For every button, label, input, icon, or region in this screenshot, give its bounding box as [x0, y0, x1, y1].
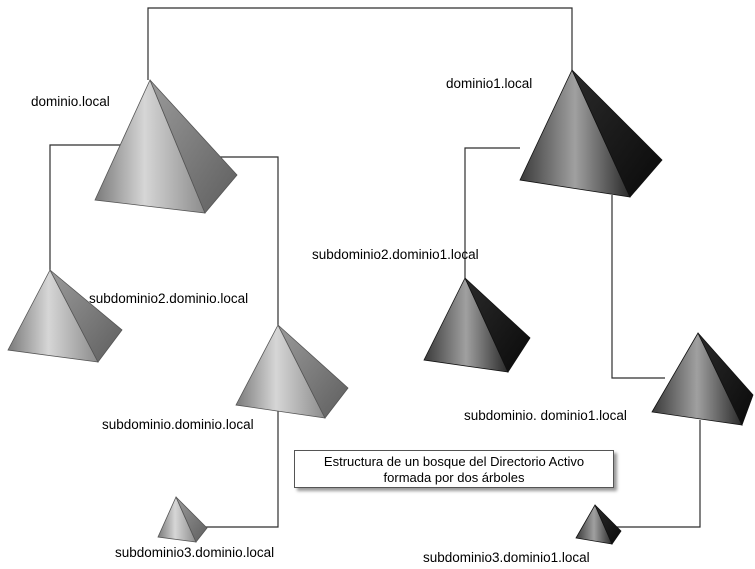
- label-dominio1-local: dominio1.local: [446, 76, 533, 91]
- pyramid-icon-dominio-local: [94, 78, 238, 214]
- connector-forest-trust: [147, 7, 573, 80]
- pyramid-icon-subdominio-dominio1-local: [651, 332, 754, 427]
- label-subdominio-dominio1-local: subdominio. dominio1.local: [464, 408, 627, 423]
- pyramid-icon-subdominio2-dominio-local: [7, 269, 123, 363]
- pyramid-icon-subdominio3-dominio-local: [157, 496, 208, 543]
- label-subdominio3-dominio-local: subdominio3.dominio.local: [115, 545, 275, 560]
- connector-b-sub2: [464, 147, 520, 278]
- pyramid-icon-subdominio3-dominio1-local: [575, 504, 622, 545]
- connector-a-sub: [200, 156, 279, 325]
- connector-b-sub: [611, 195, 665, 379]
- caption-line-2: formada por dos árboles: [383, 470, 525, 485]
- label-subdominio2-dominio-local: subdominio2.dominio.local: [89, 291, 249, 306]
- pyramid-icon-subdominio-dominio-local: [235, 324, 349, 419]
- label-subdominio2-dominio1-local: subdominio2.dominio1.local: [312, 247, 479, 262]
- connector-b-sub3: [612, 420, 701, 528]
- label-subdominio-dominio-local: subdominio.dominio.local: [102, 417, 254, 432]
- caption-line-1: Estructura de un bosque del Directorio A…: [323, 454, 585, 469]
- pyramid-icon-dominio1-local: [519, 69, 663, 198]
- label-dominio-local: dominio.local: [31, 94, 110, 109]
- caption-box: Estructura de un bosque del Directorio A…: [294, 450, 614, 488]
- connector-a-sub2: [49, 144, 130, 270]
- label-subdominio3-dominio1-local: subdominio3.dominio1.local: [423, 550, 590, 565]
- pyramid-icon-subdominio2-dominio1-local: [423, 277, 531, 373]
- connectors: [49, 7, 701, 528]
- connector-a-sub3: [202, 405, 279, 528]
